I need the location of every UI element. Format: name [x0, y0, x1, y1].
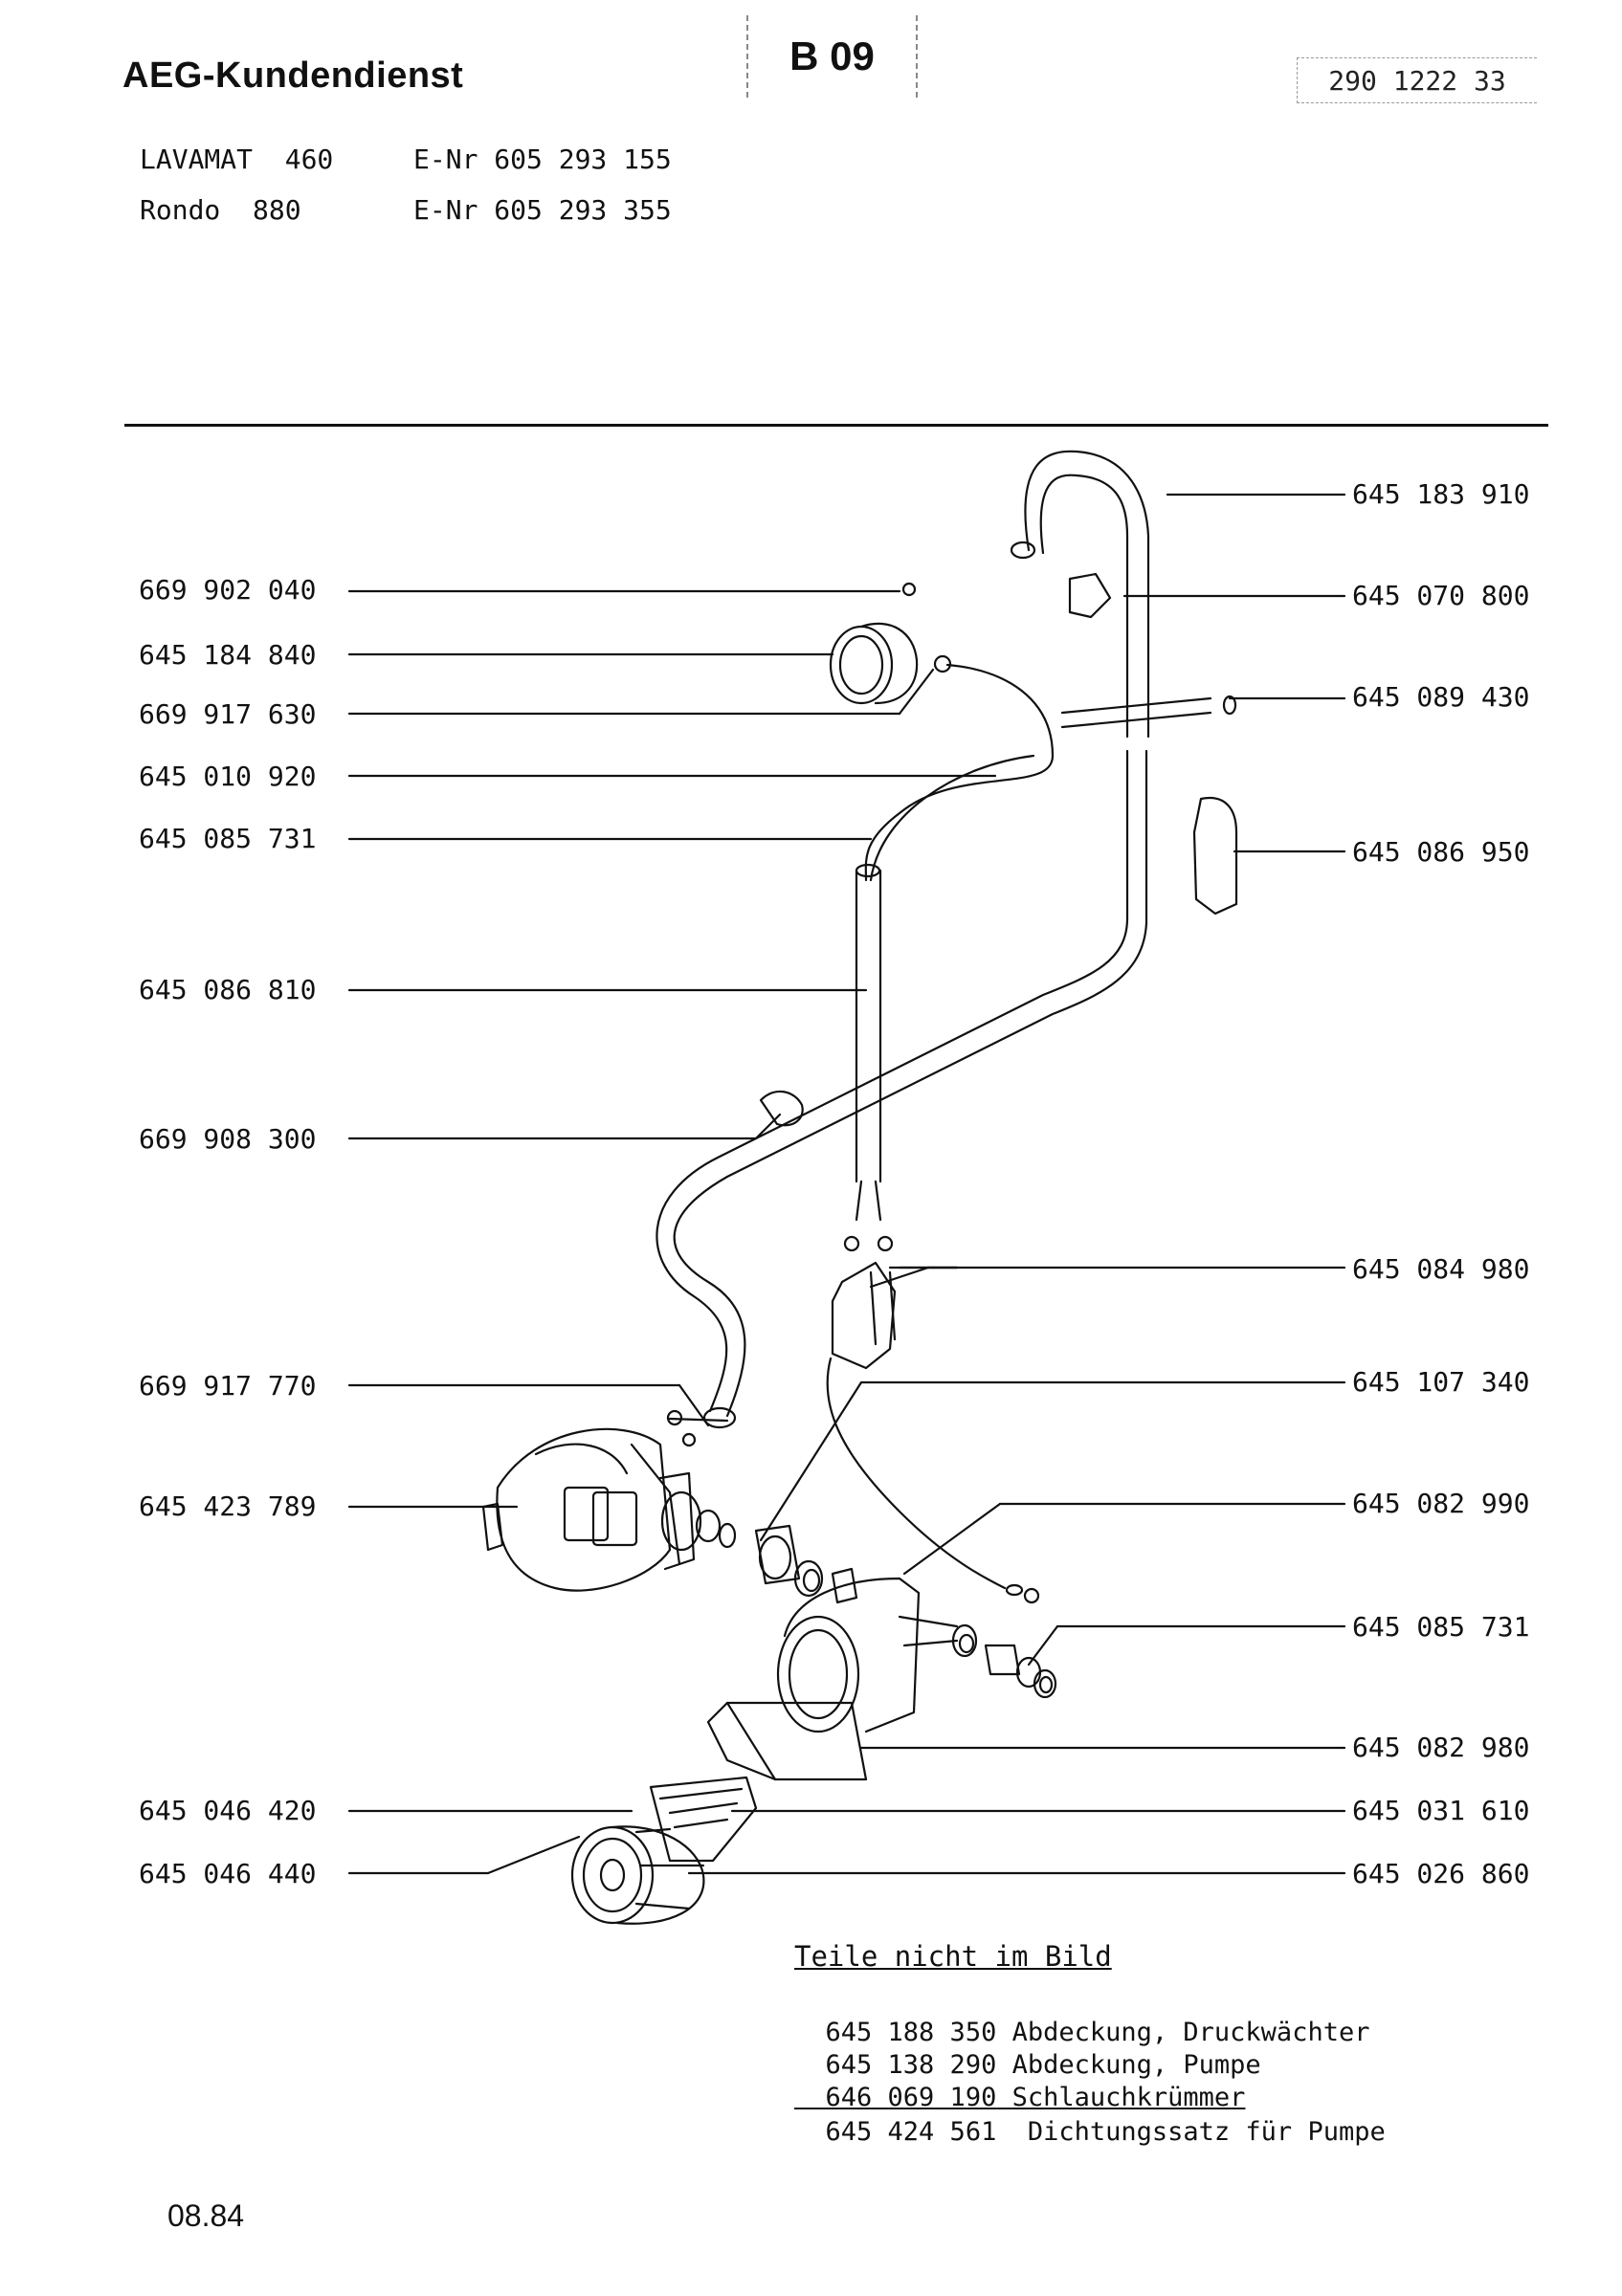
part-number-label: 645 085 731: [139, 823, 317, 854]
model-enr: E-Nr 605 293 155: [413, 144, 672, 175]
part-number-label: 645 082 990: [1352, 1488, 1530, 1519]
list-item: 645 138 290 Abdeckung, Pumpe: [794, 2020, 1261, 2080]
part-number-label: 645 046 420: [139, 1795, 317, 1826]
part-number-label: 645 010 920: [139, 761, 317, 792]
part-description: Abdeckung, Pumpe: [1011, 2050, 1261, 2080]
part-description: Schlauchkrümmer: [1011, 2083, 1246, 2112]
part-number: 645 188 350: [825, 2018, 997, 2047]
part-number-label: 669 917 770: [139, 1370, 317, 1402]
part-number-label: 645 085 731: [1352, 1611, 1530, 1643]
part-number-label: 645 084 980: [1352, 1253, 1530, 1285]
part-number-label: 645 082 980: [1352, 1732, 1530, 1763]
list-item: 646 069 190 Schlauchkrümmer: [794, 2053, 1246, 2112]
part-number-label: 645 107 340: [1352, 1366, 1530, 1398]
part-number-label: 645 026 860: [1352, 1858, 1530, 1889]
part-number-label: 645 423 789: [139, 1490, 317, 1522]
part-number-label: 669 908 300: [139, 1123, 317, 1155]
part-number-label: 645 183 910: [1352, 478, 1530, 510]
list-item: 645 424 561 Dichtungssatz für Pumpe: [794, 2087, 1386, 2147]
brand-title: AEG-Kundendienst: [122, 55, 464, 96]
not-in-picture-title: Teile nicht im Bild: [794, 1940, 1112, 1973]
part-number-label: 669 917 630: [139, 698, 317, 730]
footer-date: 08.84: [167, 2198, 245, 2233]
part-number-label: 645 089 430: [1352, 681, 1530, 713]
header-divider: [124, 424, 1548, 427]
part-number-label: 669 902 040: [139, 574, 317, 606]
part-number-label: 645 046 440: [139, 1858, 317, 1889]
part-description: Dichtungssatz für Pumpe: [1027, 2117, 1386, 2147]
part-number: 646 069 190: [825, 2083, 997, 2112]
part-number-label: 645 086 810: [139, 974, 317, 1005]
part-number: 645 424 561: [825, 2117, 997, 2147]
part-number-label: 645 070 800: [1352, 580, 1530, 611]
part-number-label: 645 184 840: [139, 639, 317, 671]
part-number-label: 645 031 610: [1352, 1795, 1530, 1826]
part-description: Abdeckung, Druckwächter: [1011, 2018, 1370, 2047]
part-number: 645 138 290: [825, 2050, 997, 2080]
model-enr: E-Nr 605 293 355: [413, 194, 672, 226]
section-code: B 09: [746, 15, 918, 98]
document-number: 290 1222 33: [1297, 57, 1537, 103]
model-name: LAVAMAT 460: [140, 144, 334, 175]
list-item: 645 188 350 Abdeckung, Druckwächter: [794, 1988, 1370, 2047]
part-number-label: 645 086 950: [1352, 836, 1530, 868]
model-name: Rondo 880: [140, 194, 301, 226]
